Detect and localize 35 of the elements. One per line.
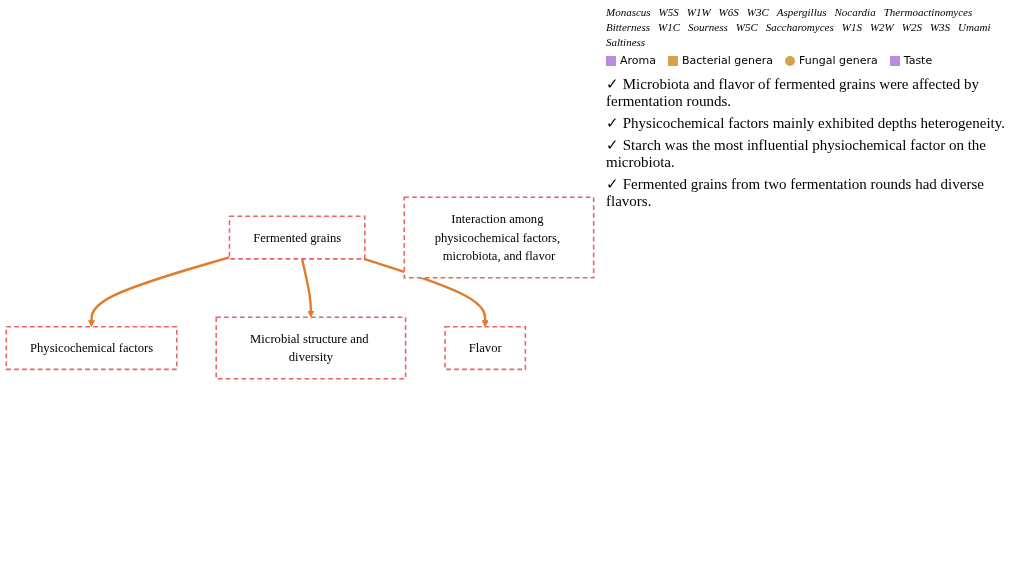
legend-text: Bacterial genera bbox=[682, 54, 774, 67]
network-node-label: Thermoactinomyces bbox=[883, 6, 973, 18]
arrow bbox=[363, 258, 489, 328]
network-node-label: W3S bbox=[929, 21, 951, 33]
network-node-label: Nocardia bbox=[834, 6, 876, 18]
node-box: Fermented grains bbox=[228, 215, 366, 261]
finding-bullet: ✓ Microbiota and flavor of fermented grains were affected by fermentation rounds. bbox=[606, 75, 980, 110]
network-node-label: W1W bbox=[686, 6, 711, 18]
network-node-label: W2W bbox=[869, 21, 894, 33]
arrow bbox=[88, 256, 230, 328]
network-node-label: Umami bbox=[958, 21, 991, 33]
network-node-label: W1C bbox=[658, 21, 680, 33]
legend-text: Taste bbox=[903, 54, 933, 67]
arrow bbox=[300, 259, 315, 318]
finding-bullet: ✓ Starch was the most influential physiochemical factor on the microbiota. bbox=[606, 136, 987, 171]
network-node-label: W5C bbox=[735, 21, 758, 33]
node-box: Physicochemical factors bbox=[5, 326, 178, 371]
legend-text: Fungal genera bbox=[799, 54, 878, 67]
network-node-label: Saccharomyces bbox=[765, 21, 834, 33]
network-node-label: W5S bbox=[658, 6, 679, 18]
network-node-label: Saltiness bbox=[606, 36, 646, 48]
network-node-label: W1S bbox=[841, 21, 862, 33]
network-node-label: W3C bbox=[746, 6, 769, 18]
node-box: Flavor bbox=[444, 326, 527, 371]
network-node-label: Monascus bbox=[606, 6, 651, 18]
network-node-label: W6S bbox=[718, 6, 739, 18]
node-box: Microbial structure and diversity bbox=[215, 316, 407, 381]
finding-bullet: ✓ Fermented grains from two fermentation rounds had diverse flavors. bbox=[606, 175, 985, 210]
network-node-label: Aspergillus bbox=[776, 6, 827, 18]
node-box: Interaction among physicochemical factors, microbiota, and flavor bbox=[403, 196, 595, 280]
legend-text: Aroma bbox=[620, 54, 656, 67]
finding-bullet: ✓ Physicochemical factors mainly exhibited depths heterogeneity. bbox=[606, 114, 1006, 132]
network-node-label: W2S bbox=[901, 21, 922, 33]
network-node-label: Bitterness bbox=[606, 21, 650, 33]
network-node-label: Sourness bbox=[688, 21, 728, 33]
